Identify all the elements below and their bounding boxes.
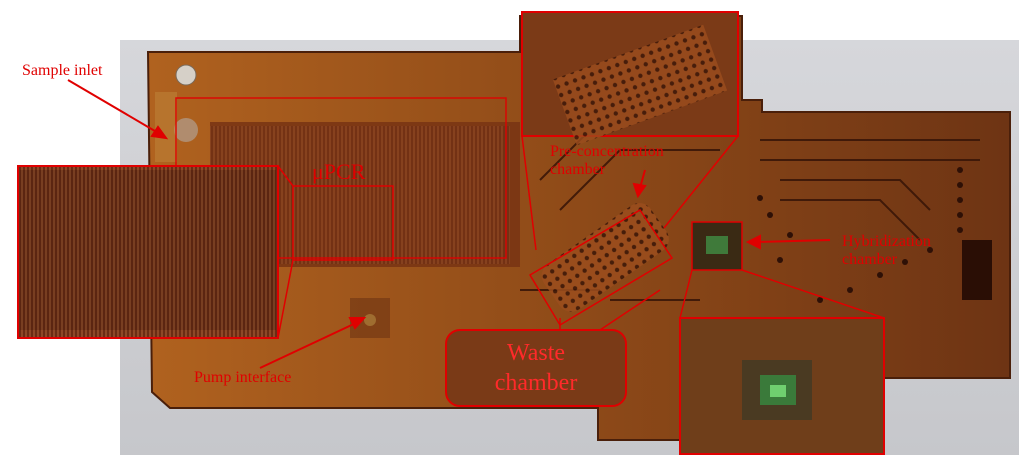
label-waste-line1: Waste: [506, 340, 566, 366]
label-pump-interface: Pump interface: [194, 369, 292, 386]
label-hybridization-line1: Hybridization: [842, 233, 931, 250]
label-hybridization-line2: chamber: [842, 251, 898, 268]
label-waste-chamber: Waste chamber: [446, 338, 626, 398]
label-hybridization: Hybridization chamber: [842, 233, 931, 269]
chip-dark-pad: [962, 240, 992, 300]
label-upcr: μPCR: [312, 159, 366, 184]
label-preconcentration: Pre-concentration chamber: [550, 143, 664, 179]
connector-lines: [277, 135, 885, 339]
sample-inlet-screw: [175, 64, 197, 86]
pcr-inset: [17, 165, 279, 339]
label-sample-inlet: Sample inlet: [22, 62, 103, 79]
annotation-arrows: [67, 79, 831, 369]
label-waste-line2: chamber: [494, 370, 578, 396]
label-preconcentration-line2: chamber: [550, 161, 606, 178]
label-preconcentration-line1: Pre-concentration: [550, 143, 664, 160]
chip-via-dots: [757, 167, 963, 303]
preconcentration-chamber: [541, 203, 669, 312]
pcr-zoom-target: [292, 185, 394, 261]
waste-chamber-box: [445, 329, 627, 407]
